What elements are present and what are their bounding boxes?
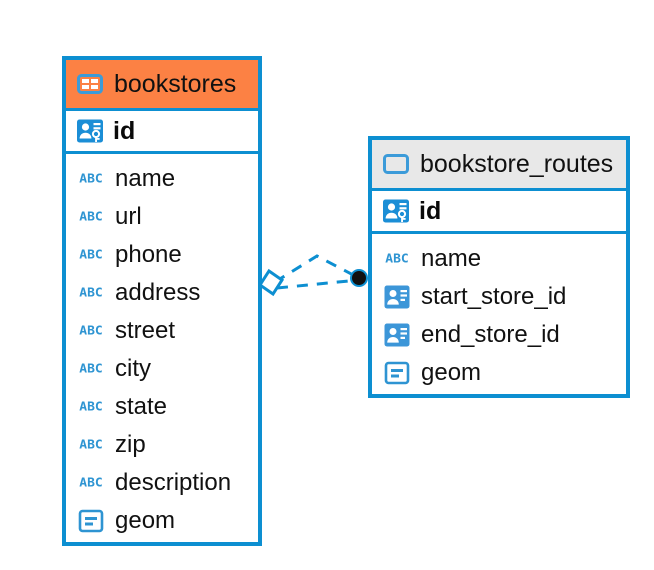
field-row-zip[interactable]: ABC zip — [66, 426, 258, 464]
field-row-phone[interactable]: ABC phone — [66, 236, 258, 274]
field-label: state — [115, 393, 168, 420]
field-label: address — [115, 279, 201, 306]
foreign-key-icon — [382, 323, 412, 347]
primary-key-icon — [382, 198, 410, 224]
table-icon — [76, 70, 104, 98]
entity-title-bookstore-routes: bookstore_routes — [420, 149, 614, 178]
field-label: geom — [115, 507, 176, 534]
foreign-key-icon — [382, 285, 412, 309]
field-row-geom[interactable]: geom — [372, 354, 626, 392]
field-label: name — [115, 165, 176, 192]
text-abc-icon: ABC — [385, 252, 409, 266]
text-abc-icon: ABC — [79, 248, 103, 262]
entity-title-bookstores: bookstores — [114, 69, 237, 98]
relationship-line-upper — [274, 254, 360, 284]
field-label: start_store_id — [421, 283, 567, 310]
field-row-end-store-id[interactable]: end_store_id — [372, 316, 626, 354]
field-row-name[interactable]: ABC name — [372, 240, 626, 278]
text-abc-icon: ABC — [79, 476, 103, 490]
field-label: phone — [115, 241, 182, 268]
field-label: url — [115, 203, 142, 230]
field-label: geom — [421, 359, 482, 386]
primary-key-label-bookstores: id — [113, 116, 136, 145]
field-row-start-store-id[interactable]: start_store_id — [372, 278, 626, 316]
field-list-bookstores: ABC name ABC url ABC phone ABC address A… — [66, 154, 258, 546]
field-row-geom[interactable]: geom — [66, 502, 258, 540]
field-row-street[interactable]: ABC street — [66, 312, 258, 350]
text-abc-icon: ABC — [79, 362, 103, 376]
diamond-marker — [257, 268, 285, 297]
field-row-url[interactable]: ABC url — [66, 198, 258, 236]
geometry-icon — [382, 360, 412, 386]
field-row-name[interactable]: ABC name — [66, 160, 258, 198]
entity-table-bookstore-routes[interactable]: bookstore_routes id ABC name — [368, 136, 630, 398]
field-label: name — [421, 245, 482, 272]
field-label: zip — [115, 431, 146, 458]
primary-key-row-bookstores[interactable]: id — [66, 108, 258, 154]
table-icon — [382, 150, 410, 178]
field-list-bookstore-routes: ABC name start_store_id — [372, 234, 626, 398]
primary-key-row-bookstore-routes[interactable]: id — [372, 188, 626, 234]
text-abc-icon: ABC — [79, 286, 103, 300]
filled-circle-marker — [350, 269, 368, 287]
field-row-state[interactable]: ABC state — [66, 388, 258, 426]
text-abc-icon: ABC — [79, 172, 103, 186]
field-label: city — [115, 355, 151, 382]
field-label: street — [115, 317, 176, 344]
primary-key-icon — [76, 118, 104, 144]
field-row-address[interactable]: ABC address — [66, 274, 258, 312]
text-abc-icon: ABC — [79, 438, 103, 452]
primary-key-label-bookstore-routes: id — [419, 196, 442, 225]
relationship-connector[interactable] — [255, 238, 380, 318]
entity-header-bookstores[interactable]: bookstores — [66, 60, 258, 108]
field-row-city[interactable]: ABC city — [66, 350, 258, 388]
entity-table-bookstores[interactable]: bookstores id ABC name — [62, 56, 262, 546]
field-label: description — [115, 469, 232, 496]
geometry-icon — [76, 508, 106, 534]
field-row-description[interactable]: ABC description — [66, 464, 258, 502]
text-abc-icon: ABC — [79, 400, 103, 414]
relationship-line-lower — [276, 278, 360, 290]
field-label: end_store_id — [421, 321, 560, 348]
text-abc-icon: ABC — [79, 210, 103, 224]
text-abc-icon: ABC — [79, 324, 103, 338]
entity-header-bookstore-routes[interactable]: bookstore_routes — [372, 140, 626, 188]
